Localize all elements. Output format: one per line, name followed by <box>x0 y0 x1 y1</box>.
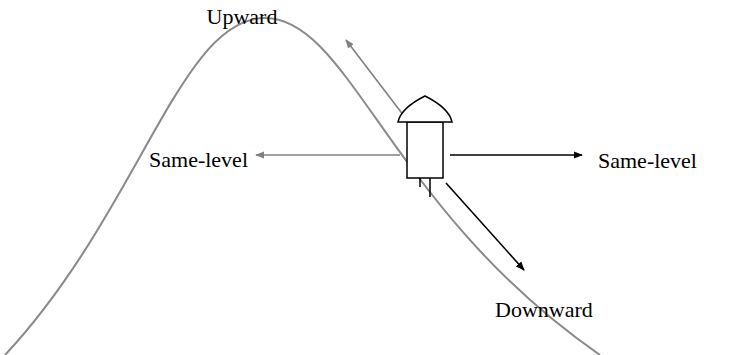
direction-label: Same-level <box>598 148 697 174</box>
hill-curve <box>5 18 600 355</box>
same-level-arrow <box>450 154 582 156</box>
downward-arrow <box>446 183 524 270</box>
sensor-leg <box>429 178 431 197</box>
sensor-roof <box>398 96 452 122</box>
direction-label: Downward <box>495 297 593 323</box>
same-level-arrow <box>256 154 400 156</box>
sensor-leg <box>419 178 421 187</box>
sensor-icon <box>398 96 452 197</box>
upward-arrow <box>346 40 404 116</box>
sensor-body <box>407 122 443 178</box>
direction-label: Upward <box>207 4 278 30</box>
direction-label: Same-level <box>149 147 248 173</box>
